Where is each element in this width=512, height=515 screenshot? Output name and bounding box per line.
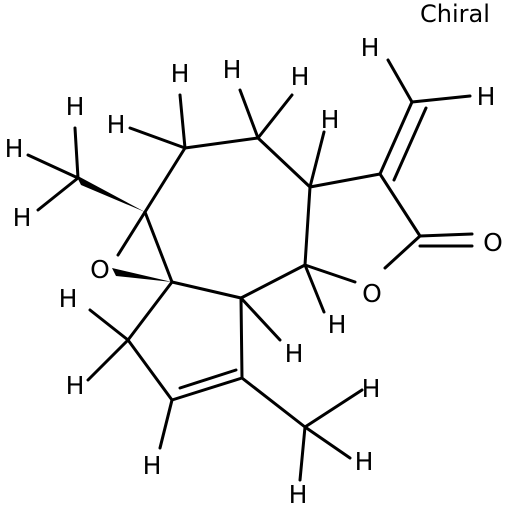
bond-methyl-h1 — [73, 126, 80, 180]
bond-c12-c13 — [170, 280, 243, 300]
bond-c9-h2 — [256, 93, 294, 140]
hydrogen-methyl-b-label: H — [5, 134, 24, 163]
bond-c17-c18 — [378, 172, 422, 238]
wedge-layer — [76, 175, 172, 282]
hydrogen-c8-a-label: H — [171, 59, 190, 88]
hydrogen-c14-a-label: H — [59, 284, 78, 313]
bond-c11-c12 — [239, 263, 307, 300]
hydrogen-c15-label: H — [143, 451, 162, 480]
bond-c8-h1 — [178, 93, 187, 150]
hydrogen-c14-b-label: H — [66, 371, 85, 400]
bond-c18-o3-a — [418, 232, 474, 238]
bond-c10-c11 — [303, 185, 312, 267]
bond-ch2-h2 — [410, 94, 472, 104]
bond-methyl-h2 — [26, 153, 80, 180]
hydrogen-ch3-a-label: H — [362, 374, 381, 403]
oxygen-ring-label: O — [362, 279, 382, 308]
bond-c8-h2 — [128, 126, 187, 150]
bond-c11-h — [303, 263, 326, 314]
oxygen-epoxide-label: O — [90, 255, 110, 284]
bond-c15-c16-b — [178, 368, 238, 390]
bond-c12-h — [239, 296, 282, 342]
bond-o2-c11 — [303, 263, 357, 284]
bond-c7-o1 — [116, 210, 147, 257]
hydrogen-c9-b-label: H — [291, 62, 310, 91]
bond-c12-c16 — [239, 296, 244, 380]
bond-c17-ch2-a — [378, 100, 414, 176]
bond-c13-c7 — [143, 210, 174, 284]
hydrogen-methyl-a-label: H — [66, 92, 85, 121]
bond-c14-c15 — [126, 338, 174, 402]
bond-c16-ch3 — [240, 376, 307, 429]
bond-c14-h2 — [86, 338, 130, 382]
bond-ch2-h1 — [386, 58, 414, 104]
hydrogen-ch3-b-label: H — [355, 447, 374, 476]
hydrogen-c10-label: H — [321, 105, 340, 134]
bond-c9-h1 — [238, 88, 260, 140]
bond-ch3-h3 — [298, 425, 307, 482]
hydrogen-c8-b-label: H — [107, 110, 126, 139]
hydrogen-ch2-a-label: H — [361, 33, 380, 62]
hydrogen-ch3-c-label: H — [289, 480, 308, 509]
chiral-label: Chiral — [420, 0, 490, 28]
bond-c8-c9 — [183, 136, 260, 150]
bond-c10-c17 — [308, 172, 382, 189]
bond-c15-c16-a — [170, 376, 244, 402]
bond-methyl-h3 — [36, 176, 80, 212]
hydrogen-c12-label: H — [285, 339, 304, 368]
hydrogen-c11-label: H — [328, 310, 347, 339]
bond-ch3-h2 — [303, 425, 352, 460]
bond-c17-ch2-b — [392, 106, 428, 182]
oxygen-carbonyl-label: O — [483, 228, 503, 257]
hydrogen-c9-a-label: H — [223, 55, 242, 84]
wedge-c7-methyl — [76, 175, 145, 212]
bond-c14-h1 — [88, 308, 130, 342]
bond-c7-c8 — [143, 146, 187, 214]
bond-c9-c10 — [256, 136, 312, 189]
wedge-c13-o1 — [112, 268, 172, 282]
hydrogen-methyl-c-label: H — [13, 203, 32, 232]
hydrogen-ch2-b-label: H — [477, 82, 496, 111]
bond-layer — [26, 58, 474, 482]
bond-ch3-h1 — [303, 388, 364, 429]
bond-c18-o2 — [383, 234, 422, 270]
bond-c13-c14 — [126, 280, 174, 342]
bond-c10-h — [308, 130, 326, 189]
bond-c15-h — [158, 398, 174, 450]
